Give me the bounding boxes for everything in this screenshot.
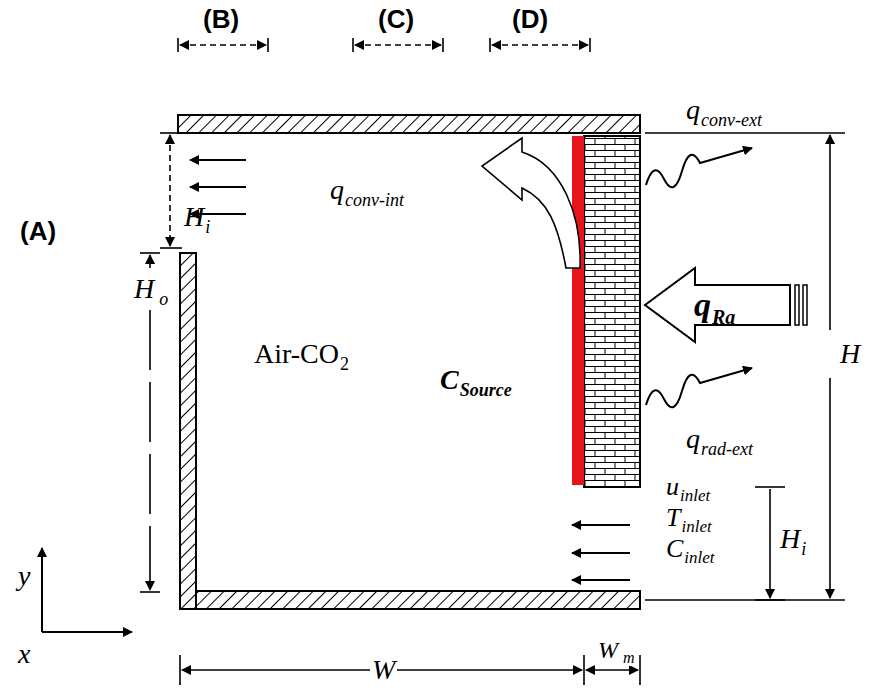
gas-label: Air-CO [254, 340, 339, 368]
absorber-plate [572, 136, 584, 485]
symbol: H [840, 340, 860, 368]
subscript: Source [460, 381, 512, 399]
subscript: inlet [680, 487, 710, 504]
symbol: H [780, 525, 800, 553]
subscript: 2 [340, 355, 349, 373]
symbol: T [666, 505, 680, 531]
arrow-tail-bar [795, 285, 799, 325]
symbol: H [132, 275, 156, 303]
height-dimension [645, 133, 845, 600]
section-tag: (D) [512, 6, 548, 32]
external-radiation-arrow [646, 368, 752, 407]
axis-label: x [18, 640, 30, 668]
subscript: i [205, 218, 210, 236]
solar-radiation-arrow [645, 268, 790, 342]
bottom-wall [196, 591, 640, 609]
dimension-brackets [178, 38, 590, 52]
left-wall [180, 253, 196, 609]
subscript: Ra [712, 307, 735, 327]
width-dimension [180, 655, 640, 685]
subscript: inlet [684, 549, 714, 566]
symbol: q [686, 425, 700, 453]
axes [42, 548, 132, 632]
subscript: m [621, 650, 637, 666]
subscript: i [801, 540, 806, 558]
symbol: q [330, 176, 344, 204]
axis-label: y [18, 562, 30, 590]
outlet-dimension [160, 133, 182, 248]
section-tag: (B) [203, 6, 239, 32]
dimension-label: W [370, 656, 397, 684]
section-tag: (C) [378, 6, 414, 32]
symbol: C [666, 536, 683, 562]
dimension-label: W [596, 638, 620, 662]
symbol: H [184, 203, 204, 231]
subscript: inlet [681, 518, 711, 535]
top-wall [178, 115, 640, 133]
section-tag: (A) [20, 218, 56, 244]
subscript: conv-int [345, 191, 404, 209]
subscript: rad-ext [701, 440, 753, 458]
subscript: o [157, 290, 170, 308]
symbol: q [686, 96, 700, 124]
arrow-tail-bar [803, 285, 807, 325]
symbol: u [666, 474, 679, 500]
external-convection-arrow [646, 148, 752, 187]
symbol: C [440, 366, 459, 394]
brick-wall [584, 136, 640, 487]
inlet-flow-arrows [572, 525, 630, 580]
convection-arrow [482, 138, 580, 268]
subscript: conv-ext [701, 111, 762, 129]
symbol: q [694, 288, 711, 322]
